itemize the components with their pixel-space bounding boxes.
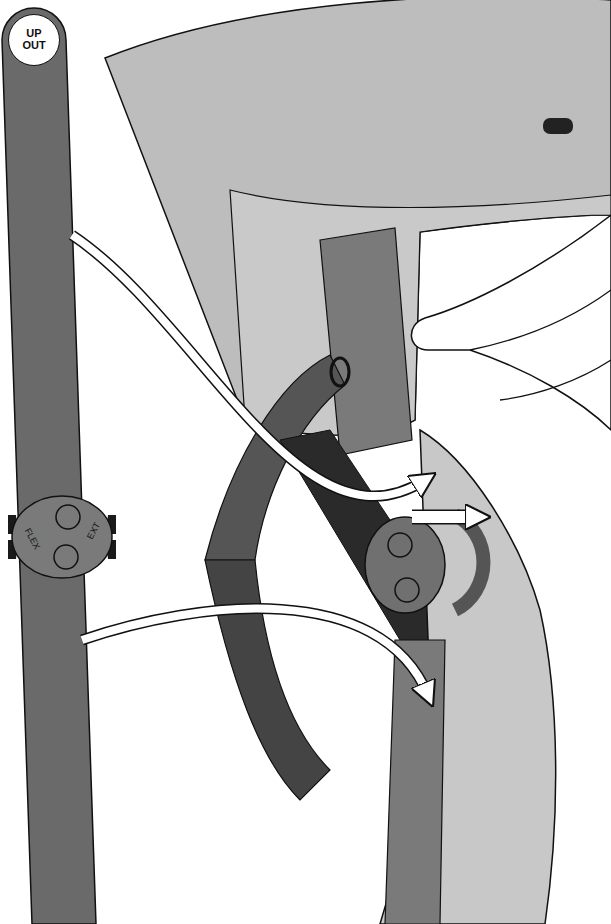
hinge-dial: FLEXEXT	[10, 495, 114, 579]
label-circle: UP OUT	[8, 14, 60, 66]
arrow-outline	[412, 510, 478, 525]
vertical-strap	[320, 228, 412, 455]
lower-shell	[380, 430, 556, 924]
wrap-strap	[205, 560, 330, 800]
strap-ring	[331, 358, 349, 386]
arrow-outline	[72, 235, 425, 496]
finger-line	[500, 360, 611, 400]
hinge-screw	[388, 533, 412, 557]
dial-body	[12, 496, 112, 578]
brace-hinge	[365, 517, 445, 613]
finger-line	[470, 290, 611, 350]
arrow-outline	[82, 609, 428, 695]
hand	[411, 215, 611, 430]
placement-arrow	[72, 235, 425, 496]
hinge-screw	[395, 578, 419, 602]
strap-label: UP OUT	[19, 28, 49, 51]
cuff-slot	[543, 118, 573, 134]
hinge-pocket	[385, 640, 445, 924]
hinge-shade	[455, 515, 483, 610]
dial-screw	[54, 545, 78, 569]
placement-arrow	[82, 609, 428, 695]
dial-screw	[56, 505, 80, 529]
hinge-strap	[2, 8, 96, 924]
placement-arrow	[412, 511, 478, 523]
